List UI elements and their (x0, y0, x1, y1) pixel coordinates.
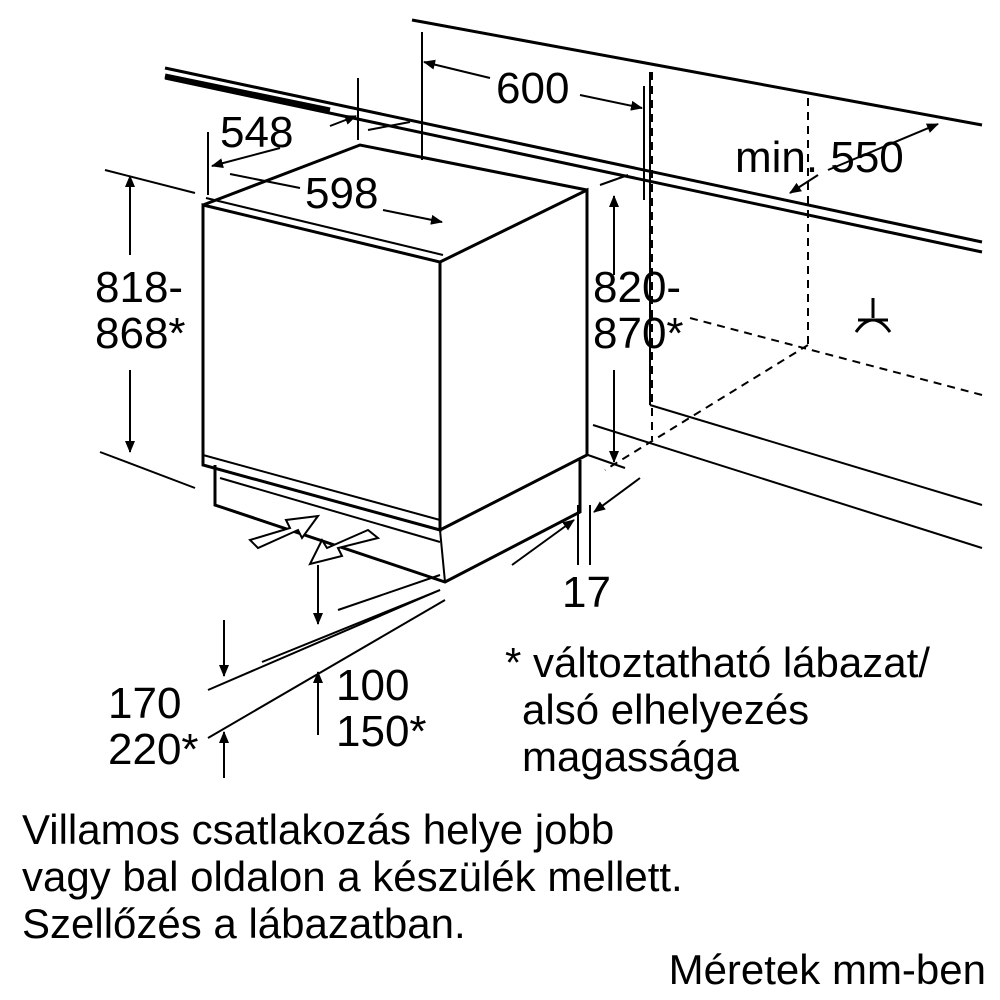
units-label: Méretek mm-ben (668, 946, 986, 993)
socket-symbol (854, 298, 892, 333)
plinth-mid-label-1: 100 (336, 661, 409, 710)
note-line-2: vagy bal oldalon a készülék mellett. (22, 853, 683, 900)
width-top-label: 600 (496, 64, 569, 113)
note-line-3: Szellőzés a lábazatban. (22, 900, 466, 947)
note-line-1: Villamos csatlakozás helye jobb (22, 806, 615, 853)
depth-label: 548 (220, 108, 293, 157)
appliance (201, 143, 589, 584)
width-front-label: 598 (305, 169, 378, 218)
footnote-line-1: * változtatható lábazat/ (505, 639, 930, 686)
niche-outline (592, 72, 983, 549)
min-depth-label: min. 550 (735, 133, 904, 182)
plinth-left-label-2: 220* (108, 725, 199, 774)
plinth-left-label-1: 170 (108, 679, 181, 728)
height-left-label-2: 868* (95, 309, 186, 358)
footnote-line-2: alsó elhelyezés (522, 686, 810, 733)
height-right-label-1: 820- (593, 263, 681, 312)
gap-label: 17 (562, 568, 611, 617)
plinth-mid-label-2: 150* (336, 707, 427, 756)
height-right-label-2: 870* (593, 309, 684, 358)
height-left-label-1: 818- (95, 263, 183, 312)
ventilation-arrows (248, 514, 381, 566)
worktop-lines (164, 18, 983, 254)
footnote-line-3: magassága (522, 733, 740, 780)
dimension-lines (99, 32, 939, 778)
dimension-labels: 600 548 598 min. 550 818- 868* 820- 870*… (95, 64, 904, 774)
